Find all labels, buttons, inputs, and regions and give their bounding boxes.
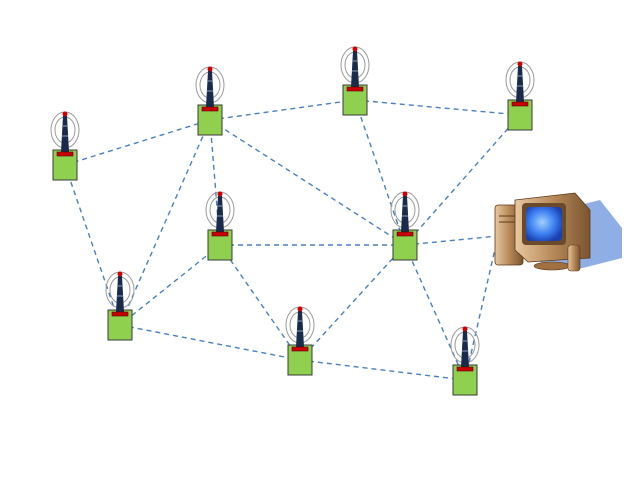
link-n6-n8 <box>219 244 301 361</box>
antenna-icon <box>396 191 414 237</box>
sensor-node-n2 <box>195 66 225 136</box>
link-n2-n5 <box>119 119 211 326</box>
link-n8-n9 <box>299 359 466 381</box>
sensor-node-n7 <box>390 191 420 261</box>
link-n7-pc <box>404 235 499 246</box>
link-n2-n6 <box>209 119 221 246</box>
sensor-node-n9 <box>450 326 480 396</box>
link-n3-n4 <box>354 99 521 116</box>
sensor-node-n1 <box>50 111 80 181</box>
link-n2-n3 <box>209 99 356 121</box>
link-n9-pc <box>464 235 499 381</box>
sensor-node-n4 <box>505 61 535 131</box>
antenna-icon <box>291 306 309 352</box>
antenna-icon <box>211 191 229 237</box>
antenna-icon <box>456 326 474 372</box>
gateway-layer <box>494 192 622 272</box>
link-n1-n5 <box>64 164 121 326</box>
sensor-node-n3 <box>340 46 370 116</box>
monitor-screen <box>526 207 562 241</box>
link-n5-n8 <box>119 324 301 361</box>
sensor-node-n6 <box>205 191 235 261</box>
link-n1-n2 <box>64 119 211 166</box>
link-n3-n7 <box>354 99 406 246</box>
sensor-node-n5 <box>105 271 135 341</box>
link-n7-n9 <box>404 244 466 381</box>
link-n2-n7 <box>209 119 406 246</box>
links-layer <box>64 99 521 381</box>
antenna-icon <box>511 61 529 107</box>
link-n7-n8 <box>299 244 406 361</box>
antenna-icon <box>346 46 364 92</box>
antenna-icon <box>56 111 74 157</box>
nodes-layer <box>50 46 535 396</box>
antenna-icon <box>111 271 129 317</box>
desktop-computer-icon <box>494 192 622 272</box>
antenna-icon <box>201 66 219 112</box>
link-n4-n7 <box>404 114 521 246</box>
sensor-node-n8 <box>285 306 315 376</box>
link-n6-n5 <box>119 244 221 326</box>
